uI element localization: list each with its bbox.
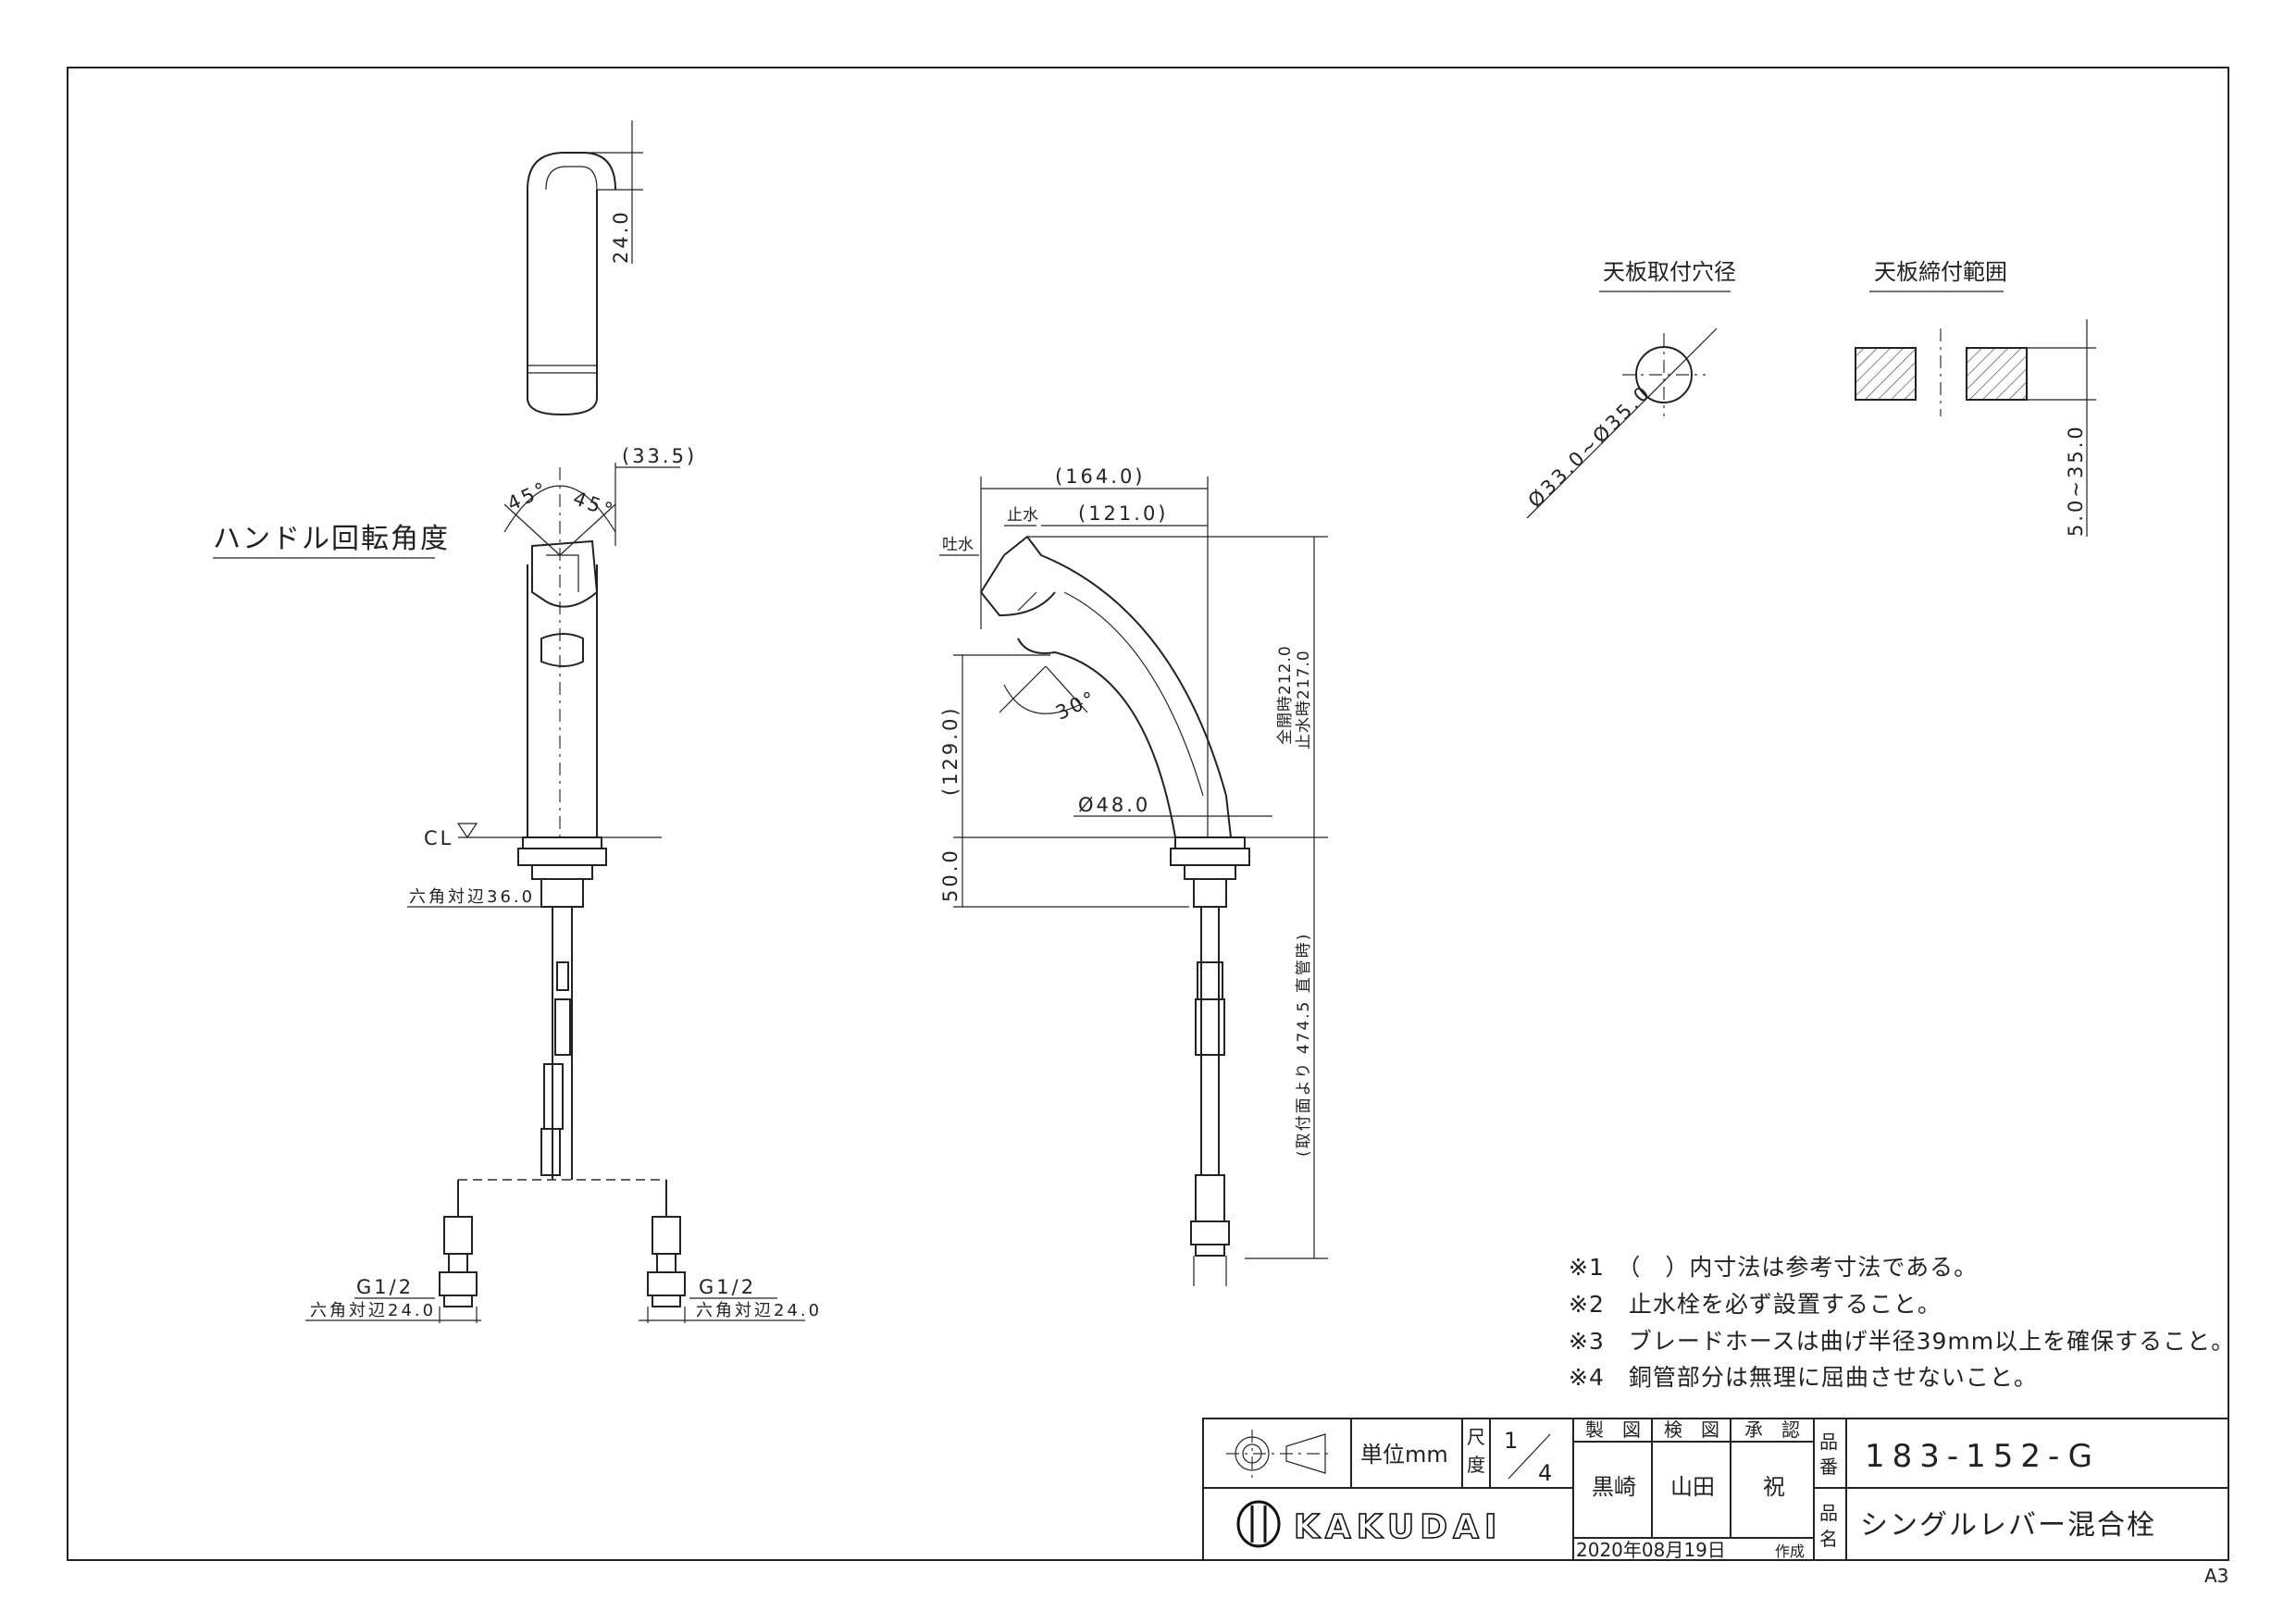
note-2: ※2 止水栓を必ず設置すること。 [1569, 1291, 1942, 1318]
hose-length: (取付面より 474.5 直管時) [1295, 933, 1313, 1157]
dim-24: 24.0 [610, 209, 632, 264]
title-block: 単位mm 尺 度 1 4 製 図 検 図 承 認 黒崎 山田 祝 2020年08… [1202, 1418, 2229, 1561]
name-check: 山田 [1670, 1474, 1715, 1500]
front-view: 24.0 ハンドル回転角度 45° 45° (33.5) CL 六角対辺36.0 [213, 120, 822, 1323]
hex24-right: 六角対辺24.0 [696, 1301, 822, 1320]
third-angle-projection-icon [1226, 1430, 1333, 1478]
name-approve: 祝 [1763, 1474, 1785, 1500]
part-name-label-2: 名 [1819, 1528, 1838, 1550]
hex24-left: 六角対辺24.0 [310, 1301, 436, 1320]
part-name: シングルレバー混合栓 [1860, 1509, 2156, 1542]
part-name-label-1: 品 [1819, 1502, 1838, 1524]
dim-129: (129.0) [939, 705, 962, 796]
stop-label: 止水 [1007, 506, 1038, 525]
dim-164: (164.0) [1055, 465, 1146, 488]
unit: 単位mm [1360, 1442, 1448, 1468]
scale-den: 4 [1538, 1460, 1552, 1486]
spout-curve [1003, 535, 1232, 838]
kakudai-logo-icon [1236, 1500, 1281, 1548]
sheet-size: A3 [2204, 1565, 2228, 1587]
handle-rotation-title: ハンドル回転角度 [213, 523, 450, 555]
note-4: ※4 銅管部分は無理に屈曲させないこと。 [1569, 1364, 2038, 1391]
scale-label-2: 度 [1467, 1454, 1485, 1476]
scale-label-1: 尺 [1467, 1426, 1485, 1448]
valve-left [439, 1180, 478, 1323]
hex36: 六角対辺36.0 [409, 887, 535, 907]
clamp-title: 天板締付範囲 [1874, 259, 2007, 285]
valve-right [647, 1180, 686, 1323]
role-check: 検 図 [1664, 1419, 1719, 1441]
hole-dim: Ø33.0~Ø35.0 [1524, 380, 1656, 512]
scale-num: 1 [1504, 1428, 1518, 1454]
part-no-label-1: 品 [1819, 1431, 1838, 1453]
g12-right: G1/2 [699, 1276, 756, 1298]
role-approve: 承 認 [1744, 1419, 1800, 1441]
g12-left: G1/2 [356, 1276, 414, 1298]
brand: KAKUDAI [1294, 1508, 1502, 1546]
angle-right: 45° [570, 487, 618, 522]
created: 作成 [1775, 1542, 1805, 1560]
angle-left: 45° [503, 477, 552, 515]
clamp-dim: 5.0~35.0 [2065, 424, 2087, 537]
hole-detail: 天板取付穴径 Ø33.0~Ø35.0 [1524, 259, 1736, 519]
spout-top-outline [527, 152, 616, 191]
name-draw: 黒崎 [1592, 1474, 1636, 1500]
part-no-label-2: 番 [1819, 1456, 1838, 1478]
dim-phi48: Ø48.0 [1078, 794, 1150, 816]
hole-title: 天板取付穴径 [1603, 259, 1736, 285]
dim-50: 50.0 [939, 848, 962, 902]
part-no: 183-152-G [1865, 1438, 2100, 1475]
handle-grip [540, 633, 584, 667]
hole-circle [1635, 346, 1693, 403]
note-3: ※3 ブレードホースは曲げ半径39mm以上を確保すること。 [1569, 1328, 2235, 1355]
angle-30: 30° [1052, 687, 1100, 725]
date: 2020年08月19日 [1576, 1539, 1726, 1561]
h217: 止水時217.0 [1295, 650, 1313, 750]
dim-121: (121.0) [1078, 502, 1169, 525]
spout-label: 吐水 [942, 536, 974, 554]
notes: ※1 （ ）内寸法は参考寸法である。 ※2 止水栓を必ず設置すること。 ※3 ブ… [1569, 1254, 2235, 1391]
side-view: (164.0) (121.0) 止水 吐水 30° (129.0) 50.0 Ø… [939, 465, 1328, 1286]
cl-label: CL [424, 827, 453, 849]
dim-33-5: (33.5) [622, 445, 697, 467]
role-draw: 製 図 [1585, 1419, 1641, 1441]
note-1: ※1 （ ）内寸法は参考寸法である。 [1569, 1254, 1978, 1281]
drawing-border [67, 67, 2229, 1561]
clamp-detail: 天板締付範囲 5.0~35.0 [1855, 259, 2096, 537]
h212: 全開時212.0 [1276, 645, 1295, 745]
